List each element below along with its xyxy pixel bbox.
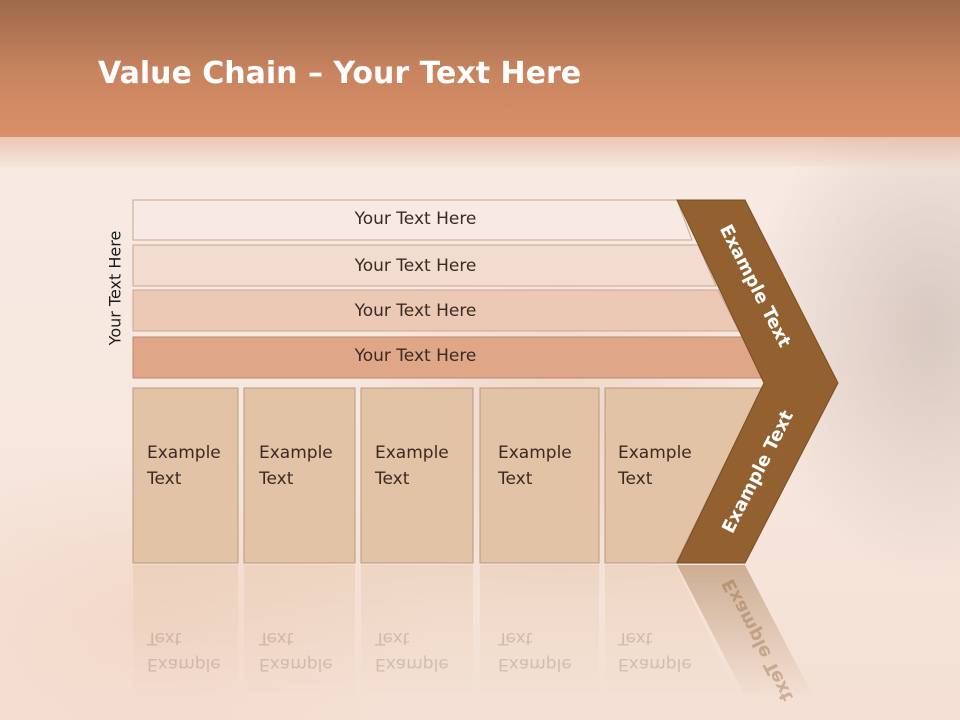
box-reflection-label-2-line2: Text: [259, 628, 294, 648]
bar-shape-2: [132, 244, 717, 287]
box-shape-5: [604, 387, 763, 564]
title-bold: Value Chain: [98, 56, 298, 91]
box-reflection-label-5-line1: Example: [618, 654, 692, 674]
reflection: [133, 565, 815, 700]
box-reflection-label-1: Example Text: [147, 625, 243, 677]
box-label-3-line1: Example: [375, 443, 449, 463]
box-reflection-label-1-line1: Example: [147, 654, 221, 674]
box-label-5-line2: Text: [618, 469, 653, 489]
box-reflection-label-4: Example Text: [498, 625, 594, 677]
page-title: Value Chain – Your Text Here: [98, 52, 581, 96]
box-shape-4: [479, 387, 600, 564]
box-reflection-label-3-line2: Text: [375, 628, 410, 648]
box-label-1-line2: Text: [147, 469, 182, 489]
box-label-3-line2: Text: [375, 469, 410, 489]
box-reflection-label-2: Example Text: [259, 625, 355, 677]
header-band: [0, 0, 960, 137]
box-shape-2: [243, 387, 356, 564]
box-label-4-line1: Example: [498, 443, 572, 463]
box-shape-1: [132, 387, 239, 564]
box-shape-3: [360, 387, 474, 564]
chevron-arrow: [676, 199, 839, 564]
title-rest: – Your Text Here: [297, 56, 582, 91]
box-label-2-line1: Example: [259, 443, 333, 463]
box-label-4-line2: Text: [498, 469, 533, 489]
bar-shape-1: [132, 199, 693, 241]
bar-label-4: Your Text Here: [354, 346, 477, 366]
box-reflection-label-4-line1: Example: [498, 654, 572, 674]
bar-label-2: Your Text Here: [354, 256, 477, 276]
bar-label-1: Your Text Here: [354, 209, 477, 229]
box-label-1-line1: Example: [147, 443, 221, 463]
box-reflection-label-2-line1: Example: [259, 654, 333, 674]
box-reflection-label-3-line1: Example: [375, 654, 449, 674]
box-reflection-label-1-line2: Text: [147, 628, 182, 648]
box-label-5-line1: Example: [618, 443, 692, 463]
box-label-2-line2: Text: [259, 469, 294, 489]
bar-label-3: Your Text Here: [354, 301, 477, 321]
header-strip: [0, 137, 960, 167]
box-reflection-label-4-line2: Text: [498, 628, 533, 648]
box-reflection-label-5: Example Text: [618, 625, 714, 677]
box-reflection-label-3: Example Text: [375, 625, 471, 677]
box-reflection-label-5-line2: Text: [618, 628, 653, 648]
